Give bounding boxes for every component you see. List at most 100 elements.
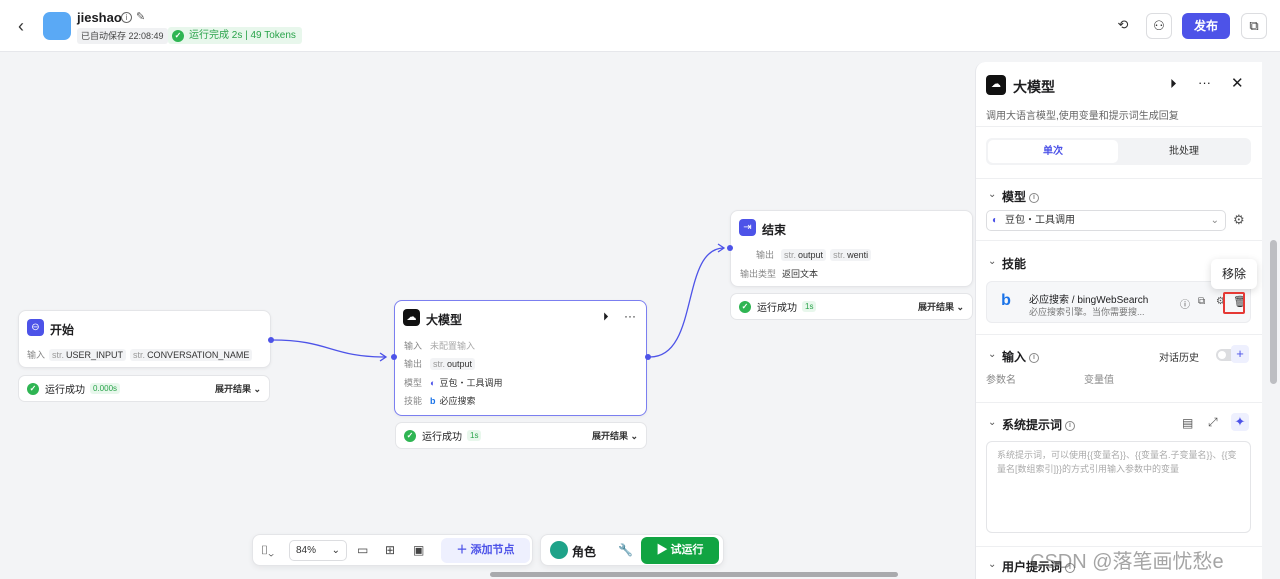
watermark: CSDN @落笔画忧愁e [1030, 551, 1224, 573]
llm-node[interactable]: ☁ 大模型 ⏵ ··· 输入 未配置输入 输出 str.output 模型 ◐ … [394, 300, 647, 416]
bing-icon: b [430, 395, 436, 406]
system-prompt-input[interactable]: 系统提示词，可以使用{{变量名}}、{{变量名.子变量名}}、{{变量名[数组索… [986, 441, 1251, 533]
canvas-toolbar: ⌷⌄ 84%⌄ ▭ ⊞ ▣ ＋ 添加节点 [252, 534, 533, 566]
expand-icon[interactable]: ⤢ [1208, 415, 1218, 429]
node-row: 输入 str.USER_INPUT str.CONVERSATION_NAME [27, 348, 253, 361]
wrench-icon[interactable]: 🔧 [618, 543, 633, 557]
check-circle-icon: ✓ [404, 429, 416, 442]
ai-optimize-icon[interactable]: ✦ [1231, 413, 1249, 431]
end-node[interactable]: ⇥ 结束 输出 str.output str.wenti 输出类型 返回文本 [730, 210, 973, 287]
llm-icon: ☁ [986, 75, 1006, 95]
llm-status: ✓ 运行成功 1s 展开结果 ⌄ [395, 422, 647, 449]
publish-button[interactable]: 发布 [1182, 13, 1230, 39]
row-label: 输入 [27, 350, 46, 360]
llm-icon: ☁ [403, 309, 420, 326]
status-text: 运行成功 [422, 432, 462, 443]
expand-results-button[interactable]: 展开结果 ⌄ [917, 302, 964, 312]
divider [976, 334, 1262, 335]
add-node-button[interactable]: ＋ 添加节点 [441, 538, 530, 563]
mouse-icon[interactable]: ⌷⌄ [261, 543, 274, 557]
info-icon[interactable]: i [1065, 420, 1076, 431]
layout-icon[interactable]: ⊞ [385, 543, 396, 557]
end-status: ✓ 运行成功 1s 展开结果 ⌄ [730, 293, 973, 320]
edge-llm-end [649, 247, 725, 358]
tab-single[interactable]: 单次 [988, 140, 1118, 163]
time-badge: 1s [467, 430, 482, 441]
start-node[interactable]: ⊖ 开始 输入 str.USER_INPUT str.CONVERSATION_… [18, 310, 271, 368]
chevron-down-icon: ⌄ [331, 545, 340, 556]
node-row: 模型 ◐ 豆包・工具调用 [404, 377, 503, 389]
var-tag: str.USER_INPUT [49, 348, 127, 361]
info-icon[interactable]: i [1029, 352, 1040, 363]
edit-icon[interactable]: ✎ [136, 11, 146, 23]
more-icon[interactable]: ··· [1198, 75, 1211, 90]
chevron-down-icon[interactable]: ⌄ [988, 559, 997, 570]
expand-results-button[interactable]: 展开结果 ⌄ [591, 431, 638, 441]
chevron-down-icon[interactable]: ⌄ [988, 189, 997, 200]
role-button[interactable]: 角色 [572, 545, 597, 559]
gear-icon[interactable]: ⚙ [1233, 212, 1245, 227]
vertical-scrollbar[interactable] [1270, 240, 1277, 384]
divider [976, 402, 1262, 403]
skill-description: 必应搜索引擎。当你需要搜... [1029, 307, 1145, 317]
close-icon[interactable]: ✕ [1231, 75, 1244, 92]
output-port[interactable] [268, 337, 274, 343]
info-icon[interactable]: i [1029, 192, 1040, 203]
add-input-button[interactable]: + [1231, 345, 1249, 363]
check-circle-icon: ✓ [27, 382, 39, 395]
param-name-header: 参数名 [986, 375, 1016, 386]
history-icon[interactable]: ⟲ [1110, 13, 1136, 39]
panel-description: 调用大语言模型,使用变量和提示词生成回复 [986, 111, 1179, 122]
input-port[interactable] [391, 354, 397, 360]
expand-results-button[interactable]: 展开结果 ⌄ [214, 384, 261, 394]
node-row: 输入 未配置输入 [404, 341, 476, 351]
chat-history-label: 对话历史 [1159, 353, 1199, 364]
top-bar: ‹ jieshao i ✎ 已自动保存 22:08:49 ✓ 运行完成 2s |… [0, 0, 1280, 52]
workflow-canvas[interactable]: ⊖ 开始 输入 str.USER_INPUT str.CONVERSATION_… [0, 53, 975, 579]
comment-icon[interactable]: ▭ [357, 543, 369, 557]
edges [271, 243, 726, 362]
gear-icon[interactable]: ⚙ [1216, 296, 1225, 307]
collaborators-icon[interactable]: ⚇ [1146, 13, 1172, 39]
var-tag: str.wenti [830, 248, 872, 261]
role-avatar [550, 541, 568, 559]
chevron-left-icon[interactable]: ‹ [18, 16, 24, 36]
edge-start-llm [271, 339, 387, 358]
info-icon[interactable]: i [1065, 562, 1076, 573]
chevron-down-icon: ⌄ [1210, 215, 1219, 226]
zoom-select[interactable]: 84%⌄ [289, 540, 347, 561]
run-icon[interactable]: ⏵ [1170, 76, 1177, 91]
trial-run-button[interactable]: ▶ 试运行 [641, 537, 719, 564]
chevron-down-icon[interactable]: ⌄ [988, 256, 997, 267]
node-title: 开始 [50, 323, 75, 337]
node-title: 大模型 [426, 313, 463, 327]
tab-batch[interactable]: 批处理 [1169, 146, 1199, 157]
run-status-badge: ✓ 运行完成 2s | 49 Tokens [168, 27, 302, 44]
input-port[interactable] [727, 245, 733, 251]
status-text: 运行成功 [45, 385, 85, 396]
minimap-icon[interactable]: ▣ [413, 543, 425, 557]
info-icon[interactable]: i [121, 12, 132, 23]
run-icon[interactable]: ⏵ [603, 311, 609, 323]
divider [976, 126, 1262, 127]
more-icon[interactable]: ··· [624, 309, 636, 323]
check-circle-icon: ✓ [739, 300, 751, 313]
status-text: 运行成功 [757, 303, 797, 314]
info-icon[interactable]: ⓘ [1180, 300, 1190, 311]
node-config-panel: ☁ 大模型 ⏵ ··· ✕ 调用大语言模型,使用变量和提示词生成回复 单次 批处… [975, 62, 1262, 579]
start-status: ✓ 运行成功 0.000s 展开结果 ⌄ [18, 375, 270, 402]
copy-icon[interactable]: ⧉ [1241, 13, 1267, 39]
time-badge: 1s [802, 301, 817, 312]
model-select[interactable]: ◐ 豆包・工具调用 ⌄ [986, 210, 1226, 231]
output-port[interactable] [645, 354, 651, 360]
horizontal-scrollbar[interactable] [490, 572, 898, 577]
run-toolbar: 角色 🔧 ▶ 试运行 [540, 534, 724, 566]
chevron-down-icon[interactable]: ⌄ [988, 349, 997, 360]
copy-icon[interactable]: ⧉ [1198, 296, 1206, 307]
check-circle-icon: ✓ [172, 29, 184, 42]
library-icon[interactable]: ▤ [1182, 416, 1194, 430]
time-badge: 0.000s [90, 383, 121, 394]
chevron-down-icon[interactable]: ⌄ [988, 417, 997, 428]
